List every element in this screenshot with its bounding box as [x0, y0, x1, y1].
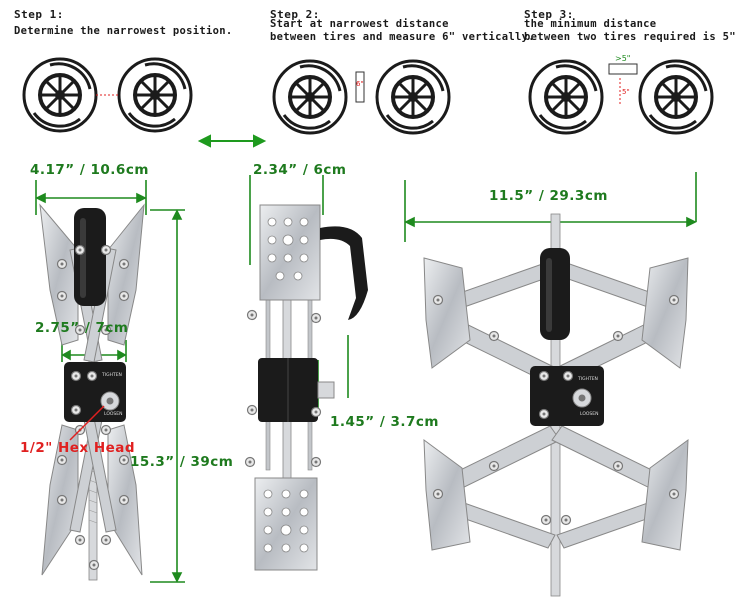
step-3-five-inch-mark: 5" — [622, 88, 630, 96]
dimension-top-width: 4.17” / 10.6cm — [30, 162, 149, 178]
step-3-tires — [528, 59, 714, 135]
front-tighten-label: TIGHTEN — [102, 373, 122, 378]
front-view-device — [39, 203, 145, 581]
dimension-side-width: 2.34” / 6cm — [253, 162, 347, 178]
step-3-title: Step 3: — [524, 8, 574, 21]
front-loosen-label: LOOSEN — [104, 412, 123, 417]
step-3-gt-five-mark: >5" — [615, 54, 631, 63]
dimension-height: 15.3” / 39cm — [130, 454, 234, 470]
step-2-tires — [272, 59, 451, 135]
transition-arrow — [197, 134, 267, 148]
step-3-text: the minimum distance between two tires r… — [524, 18, 736, 43]
expanded-view-device — [423, 213, 689, 597]
step-1-tires — [22, 57, 193, 133]
side-view-device — [244, 204, 368, 571]
step-2-title: Step 2: — [270, 8, 320, 21]
step-1-text: Determine the narrowest position. — [14, 25, 233, 37]
step-2-text: Start at narrowest distance between tire… — [270, 18, 535, 43]
dimension-inner-width: 2.75” / 7cm — [35, 320, 129, 336]
hex-head-callout: 1/2" Hex Head — [20, 440, 136, 456]
expanded-loosen-label: LOOSEN — [580, 412, 599, 417]
step-2-six-inch-mark: 6" — [356, 80, 364, 88]
step-1-title: Step 1: — [14, 8, 64, 21]
dimension-side-depth: 1.45” / 3.7cm — [330, 414, 439, 430]
dimension-expanded-width: 11.5” / 29.3cm — [489, 188, 608, 204]
expanded-tighten-label: TIGHTEN — [578, 377, 598, 382]
